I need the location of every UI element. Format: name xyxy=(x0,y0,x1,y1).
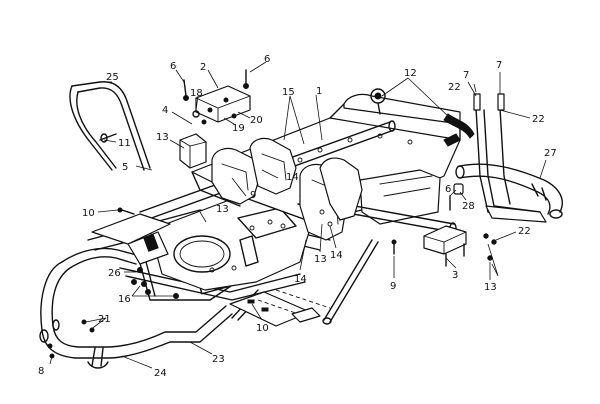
callout-13b: 13 xyxy=(156,132,169,143)
callout-labels: 1 2 3 4 5 6 6 6 7 7 8 9 9 10 10 11 12 13… xyxy=(38,54,557,379)
callout-22b: 22 xyxy=(532,114,545,125)
callout-28: 28 xyxy=(462,201,475,212)
seat-bracket-left xyxy=(211,137,297,205)
left-step-plate xyxy=(91,213,171,265)
lift-handle-12 xyxy=(370,88,475,147)
callout-1: 1 xyxy=(316,86,322,97)
callout-25: 25 xyxy=(106,72,119,83)
callout-10b: 10 xyxy=(256,323,269,334)
callout-3: 3 xyxy=(452,270,458,281)
callout-22c: 22 xyxy=(518,226,531,237)
floor-pan xyxy=(149,195,313,291)
front-bumper-tube xyxy=(39,247,233,369)
callout-24: 24 xyxy=(154,368,167,379)
callout-12: 12 xyxy=(404,68,417,79)
callout-7b: 7 xyxy=(496,60,502,71)
callout-6a: 6 xyxy=(170,61,176,72)
callout-14a: 14 xyxy=(286,172,299,183)
callout-14b: 14 xyxy=(330,250,343,261)
callout-13a: 13 xyxy=(216,204,229,215)
callout-18: 18 xyxy=(190,88,203,99)
bushing-28 xyxy=(453,183,464,195)
callout-27: 27 xyxy=(544,148,557,159)
callout-16: 16 xyxy=(118,294,131,305)
callout-26: 26 xyxy=(108,268,121,279)
callout-15: 15 xyxy=(282,87,295,98)
hardware xyxy=(47,69,497,359)
callout-4: 4 xyxy=(162,105,168,116)
seat-bracket-right xyxy=(299,157,363,241)
bracket-13-left xyxy=(179,133,207,169)
callout-22a: 22 xyxy=(448,82,461,93)
leader-lines xyxy=(49,61,547,369)
callout-11: 11 xyxy=(118,138,131,149)
callout-23: 23 xyxy=(212,354,225,365)
callout-20: 20 xyxy=(250,115,263,126)
callout-6c: 6 xyxy=(445,184,451,195)
callout-5: 5 xyxy=(122,162,128,173)
callout-9b: 9 xyxy=(390,281,396,292)
callout-10a: 10 xyxy=(82,208,95,219)
bracket-2 xyxy=(195,85,251,123)
callout-9a: 9 xyxy=(250,190,256,201)
callout-13d: 13 xyxy=(484,282,497,293)
bottom-plate xyxy=(229,289,331,327)
callout-8: 8 xyxy=(38,366,44,377)
tube-27 xyxy=(455,163,563,219)
callout-2: 2 xyxy=(200,62,206,73)
callout-14c: 14 xyxy=(294,274,307,285)
callout-6b: 6 xyxy=(264,54,270,65)
roll-bar-25 xyxy=(69,81,151,171)
callout-7a: 7 xyxy=(463,70,469,81)
callout-13c: 13 xyxy=(314,254,327,265)
callout-21: 21 xyxy=(98,314,111,325)
callout-19: 19 xyxy=(232,123,245,134)
right-lever-assembly xyxy=(473,93,547,223)
bracket-3 xyxy=(423,225,467,267)
